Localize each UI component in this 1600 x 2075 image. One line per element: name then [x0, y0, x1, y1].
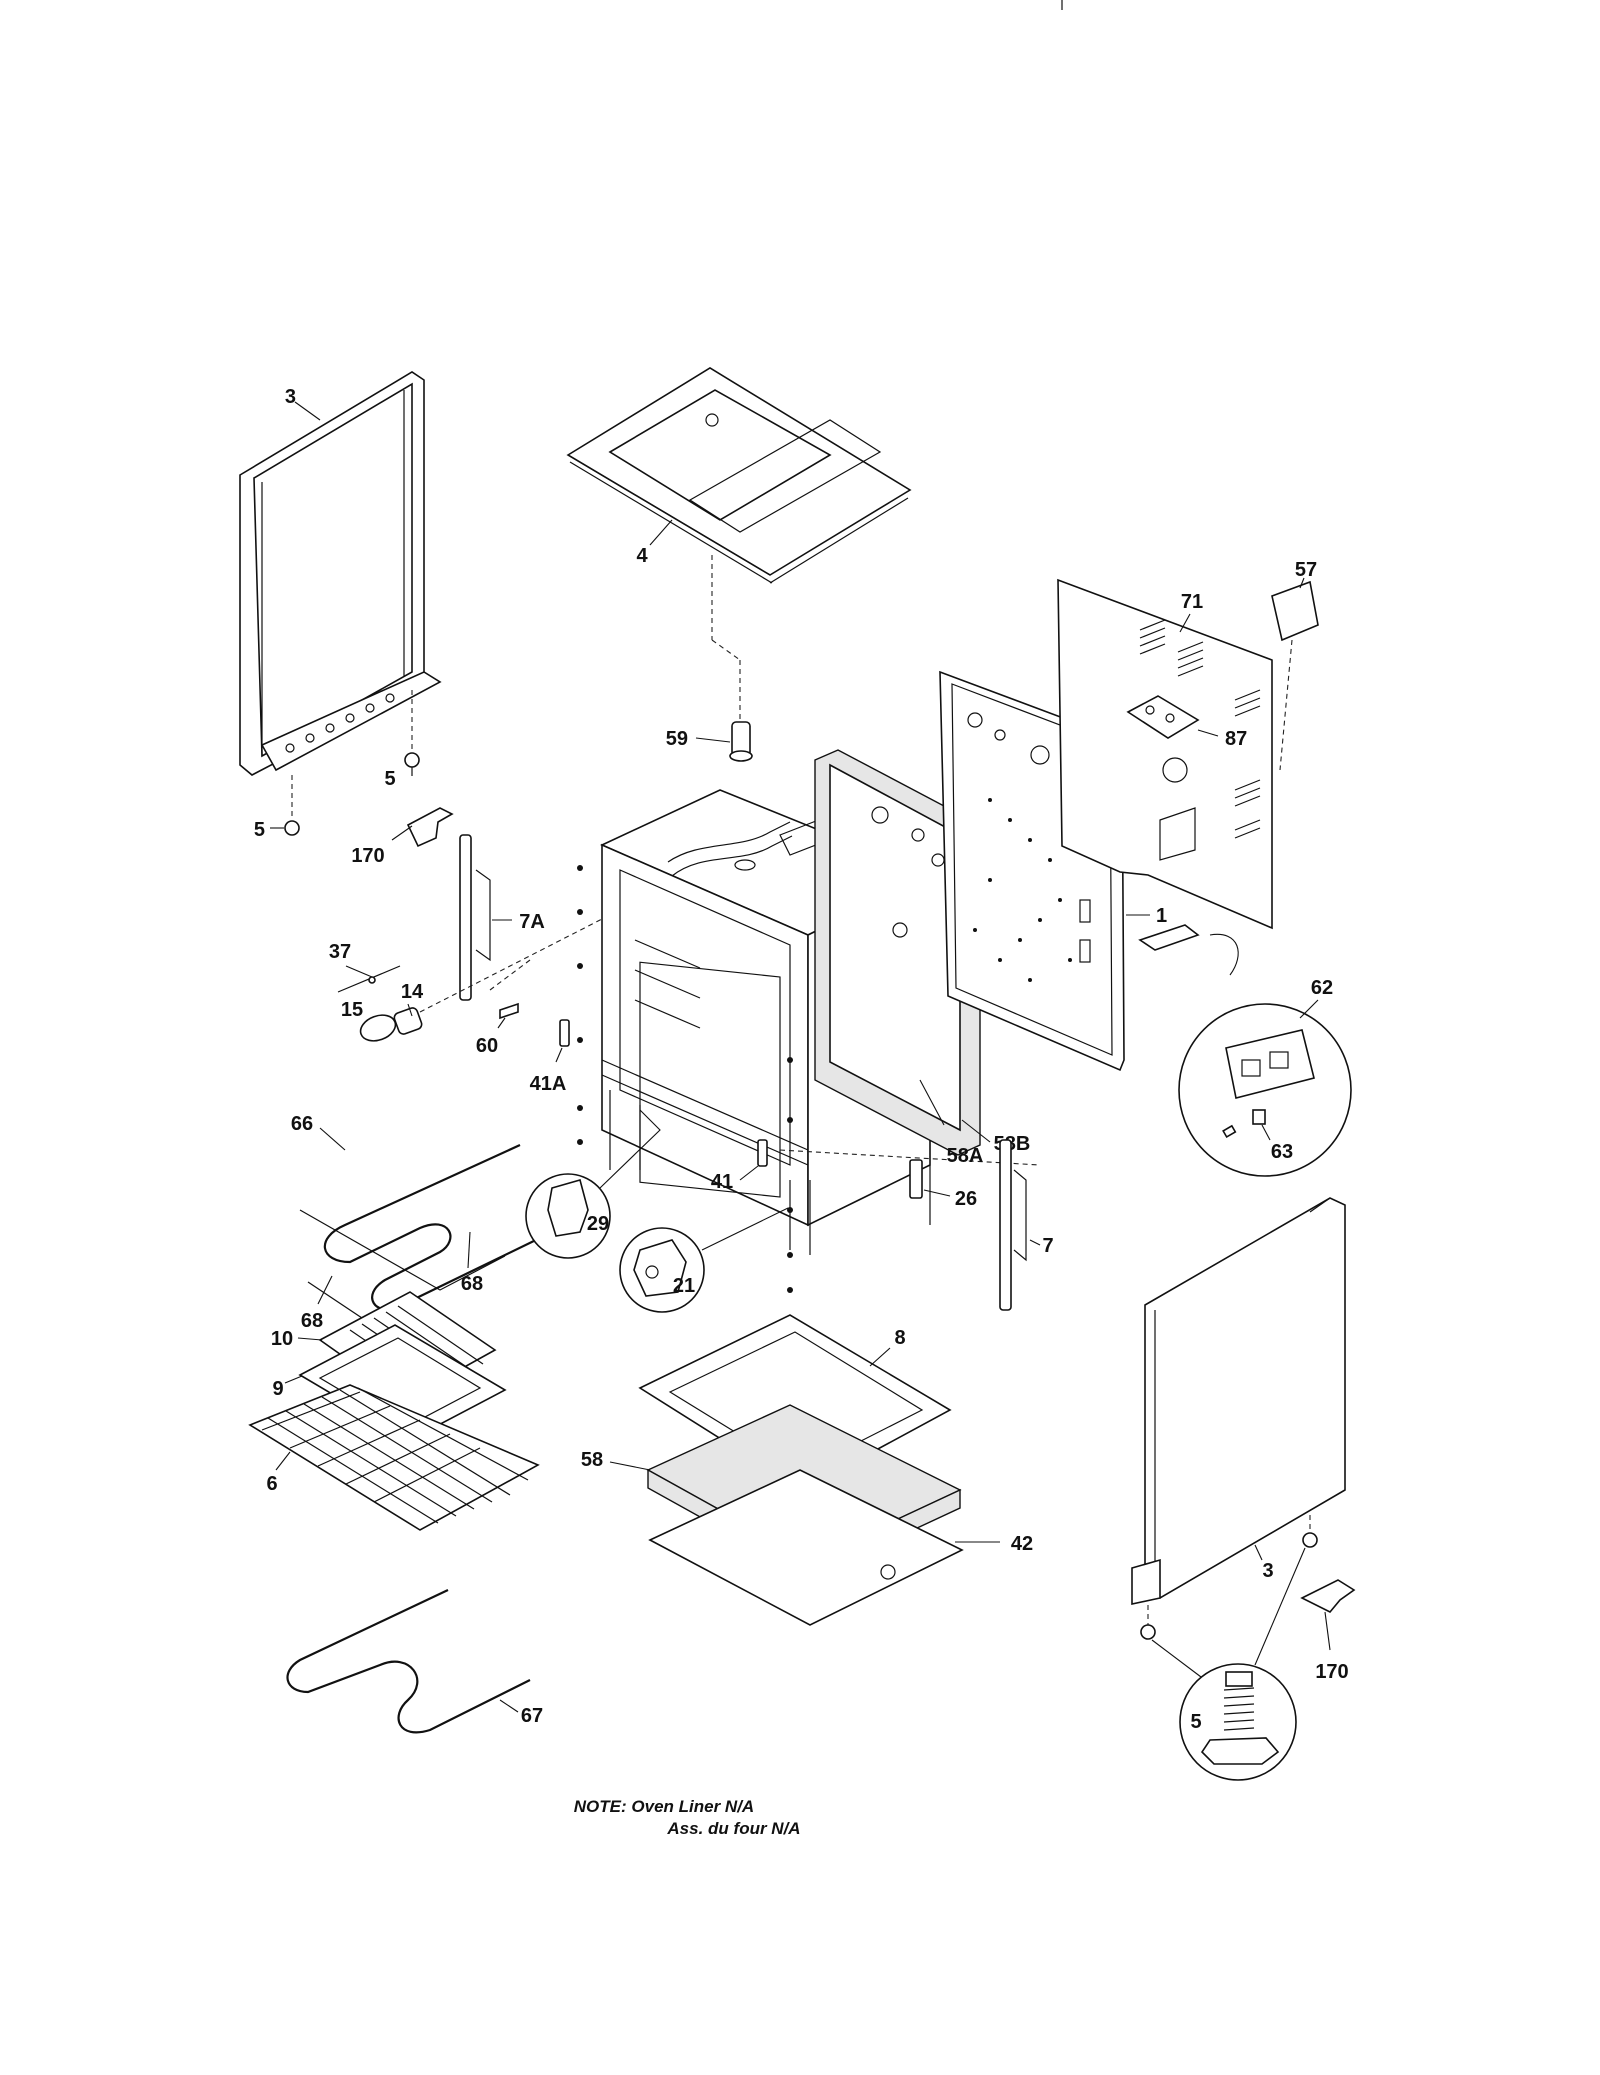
callout-rack-support-left: 7A: [519, 911, 545, 933]
wire-37: [337, 965, 401, 993]
top-panel: [566, 367, 912, 720]
callout-lamp-bulb: 15: [341, 999, 363, 1021]
callout-back-panel: 71: [1181, 591, 1203, 613]
side-panel-left: [239, 371, 442, 776]
screw-icon: [404, 690, 420, 776]
back-panel: [1057, 578, 1273, 930]
callout-receptacle-21: 21: [673, 1275, 695, 1297]
clip-60: [497, 1002, 519, 1029]
callout-bracket-left: 170: [351, 845, 384, 867]
callout-rear-panel: 1: [1156, 905, 1167, 927]
conduit: [695, 721, 753, 762]
callout-insulation-68a: 68: [301, 1310, 323, 1332]
leader-4: [649, 519, 673, 546]
label-57: [1271, 577, 1319, 771]
callout-side-panel-left: 3: [285, 386, 296, 408]
callout-cover-87: 87: [1225, 728, 1247, 750]
callout-broil-pan-grid: 10: [271, 1328, 293, 1350]
insulation-58b: [814, 749, 981, 1156]
callout-screw-upper: 5: [384, 768, 395, 790]
bake-element: [286, 1589, 531, 1734]
callout-insulation-58a: 58A: [947, 1145, 984, 1167]
callout-wire-37: 37: [329, 941, 351, 963]
callout-bottom-panel: 42: [1011, 1533, 1033, 1555]
callout-leveling-leg: 5: [1190, 1711, 1201, 1733]
side-panel-right: [1131, 1197, 1346, 1605]
callout-screw-63: 63: [1271, 1141, 1293, 1163]
leveling-leg: [1140, 1515, 1318, 1781]
lamp-assembly: [359, 917, 605, 1042]
callout-clip-41a: 41A: [530, 1073, 567, 1095]
callout-conduit: 59: [666, 728, 688, 750]
callout-label-57: 57: [1295, 559, 1317, 581]
callout-receptacle-29: 29: [587, 1213, 609, 1235]
callout-lamp-socket: 14: [401, 981, 424, 1003]
callout-rack-support-right: 7: [1042, 1235, 1053, 1257]
callout-insulation-58: 58: [581, 1449, 603, 1471]
callout-broil-element: 66: [291, 1113, 313, 1135]
callout-oven-rack: 6: [266, 1473, 277, 1495]
callout-side-panel-right: 3: [1262, 1560, 1273, 1582]
clip-41: [739, 1139, 768, 1181]
callout-clip-60: 60: [476, 1035, 498, 1057]
bracket-left: [391, 807, 454, 848]
rack-support-right: [999, 1139, 1041, 1311]
clip-41a: [555, 1019, 570, 1063]
callout-clip-26: 26: [955, 1188, 977, 1210]
callout-oven-bottom: 8: [894, 1327, 905, 1349]
terminal-block: [1138, 924, 1352, 1177]
screw-icon: [270, 775, 300, 836]
rack-support-left: [459, 834, 531, 1001]
leader-58a: [919, 1079, 945, 1126]
note-line-1: NOTE: Oven Liner N/A: [574, 1797, 754, 1816]
callout-top-panel: 4: [636, 545, 648, 567]
bottom-panel: [648, 1469, 1000, 1626]
callout-bracket-right: 170: [1315, 1661, 1348, 1683]
leader-58b: [961, 1119, 991, 1143]
callout-insulation-68b: 68: [461, 1273, 483, 1295]
clip-26: [909, 1159, 951, 1199]
leader-3-left: [294, 401, 321, 421]
callout-broil-pan: 9: [272, 1378, 283, 1400]
receptacle-29: [525, 1109, 661, 1259]
callout-insulation-58b: 58B: [994, 1133, 1031, 1155]
callout-clip-41: 41: [711, 1171, 733, 1193]
cover-87: [1126, 695, 1219, 739]
bracket-right: [1300, 1579, 1356, 1651]
note-line-2: Ass. du four N/A: [666, 1819, 800, 1838]
callout-screw-lower: 5: [254, 819, 265, 841]
broil-element: [319, 1127, 541, 1311]
callout-terminal-block: 62: [1311, 977, 1333, 999]
receptacle-21: [619, 1207, 789, 1313]
callout-bake-element: 67: [521, 1705, 543, 1727]
leader-71: [1179, 613, 1191, 633]
oven-rack: [248, 1384, 540, 1531]
